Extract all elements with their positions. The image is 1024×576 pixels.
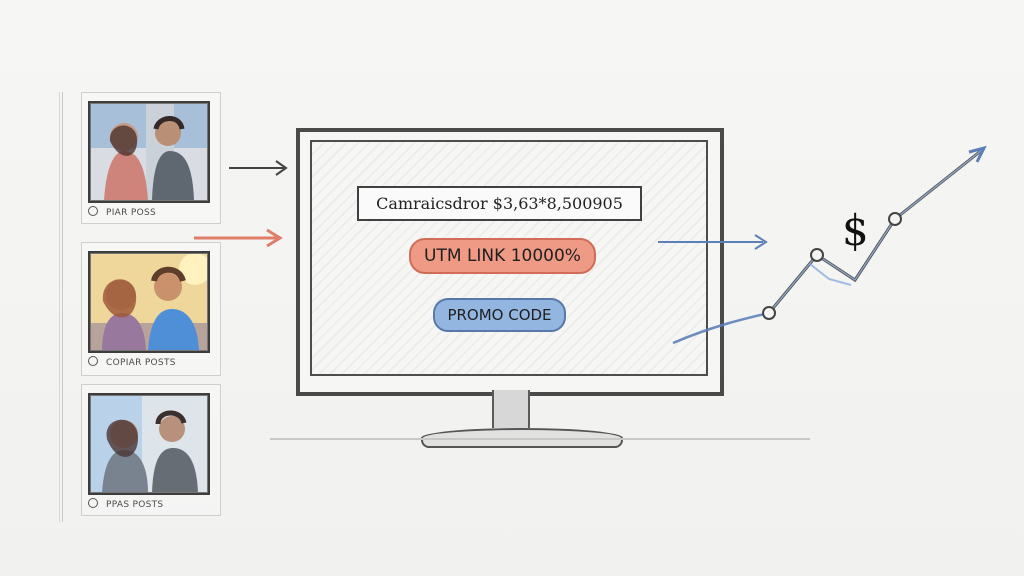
post-photo-2 [88, 251, 210, 353]
gray-flow-arrow-icon [229, 160, 288, 176]
desk-shadow-line [270, 438, 810, 440]
post-photo-1 [88, 101, 210, 203]
post-caption-1: PIAR POSS [88, 206, 156, 218]
social-post-column: PIAR POSS COPIAR POSTS [59, 92, 223, 522]
trend-point-1 [762, 306, 776, 320]
trend-point-2 [810, 248, 824, 262]
social-post-card-2: COPIAR POSTS [81, 242, 221, 376]
post-caption-2: COPIAR POSTS [88, 356, 176, 368]
social-post-card-3: PPAS POSTS [81, 384, 221, 516]
caption-circle-icon [88, 498, 98, 508]
monitor-stand-neck [492, 390, 530, 428]
social-post-card-1: PIAR POSS [81, 92, 221, 224]
post-caption-text-1: PIAR POSS [106, 208, 156, 218]
trend-point-3 [888, 212, 902, 226]
utm-link-pill[interactable]: UTM LINK 10000% [409, 238, 596, 274]
caption-circle-icon [88, 206, 98, 216]
promo-code-pill[interactable]: PROMO CODE [433, 298, 566, 332]
growth-trend-graph [672, 145, 987, 345]
blue-flow-arrow-icon [658, 234, 768, 250]
post-caption-3: PPAS POSTS [88, 498, 163, 510]
post-photo-3 [88, 393, 210, 495]
caption-circle-icon [88, 356, 98, 366]
post-caption-text-2: COPIAR POSTS [106, 358, 176, 368]
campaign-tracking-bar: Camraicsdror $3,63*8,500905 [357, 186, 642, 221]
post-caption-text-3: PPAS POSTS [106, 500, 164, 510]
dollar-sign-icon: $ [842, 206, 869, 255]
red-flow-arrow-icon [194, 228, 283, 248]
